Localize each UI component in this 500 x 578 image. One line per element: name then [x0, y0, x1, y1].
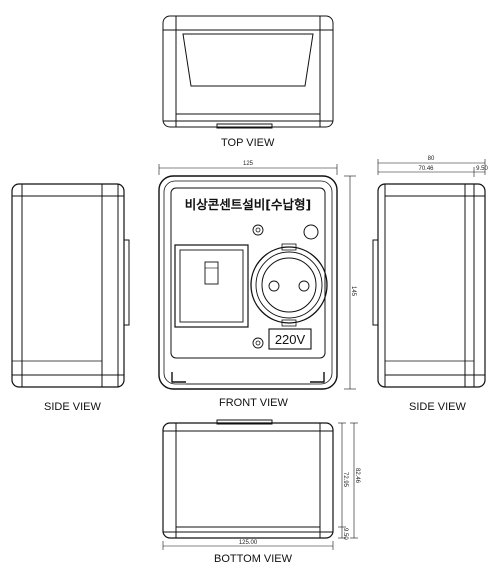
front-panel-title: 비상콘센트설비[수납형] [185, 197, 311, 212]
bottom-view-label: BOTTOM VIEW [214, 553, 293, 565]
breaker-toggle [204, 261, 219, 285]
socket-outer [250, 246, 328, 324]
right-side-view-drawing: 80 70.46 9.50 [372, 156, 488, 388]
left-side-view-label: SIDE VIEW [44, 401, 101, 413]
bottom-height-total-dimension: 82.46 [354, 468, 360, 484]
side-offset-dimension: 9.50 [476, 166, 488, 172]
breaker-outer [174, 244, 249, 328]
socket-pin-right [298, 280, 310, 292]
screw-top [252, 224, 264, 236]
side-depth-dimension: 70.46 [418, 166, 434, 172]
left-side-view-drawing [11, 183, 130, 388]
socket-pin-left [268, 280, 280, 292]
voltage-label: 220V [275, 332, 306, 347]
right-side-view-label: SIDE VIEW [409, 401, 466, 413]
top-view-drawing [162, 15, 334, 129]
bottom-width-dimension: 125.00 [239, 540, 258, 546]
top-view-label: TOP VIEW [221, 137, 275, 149]
indicator-lamp [303, 224, 319, 240]
screw-bottom [252, 337, 264, 349]
front-view-label: FRONT VIEW [219, 397, 288, 409]
bottom-height-body-dimension: 72.95 [342, 472, 348, 488]
bottom-base-dimension: 9.50 [342, 528, 348, 540]
front-height-dimension: 145 [350, 286, 356, 297]
side-width-dimension: 80 [428, 156, 435, 162]
front-view-drawing: 125 145 비상콘센트설비[수납형] [158, 161, 356, 390]
bottom-view-drawing: 72.95 82.46 9.50 125.00 [162, 419, 360, 550]
front-width-dimension: 125 [243, 161, 254, 167]
